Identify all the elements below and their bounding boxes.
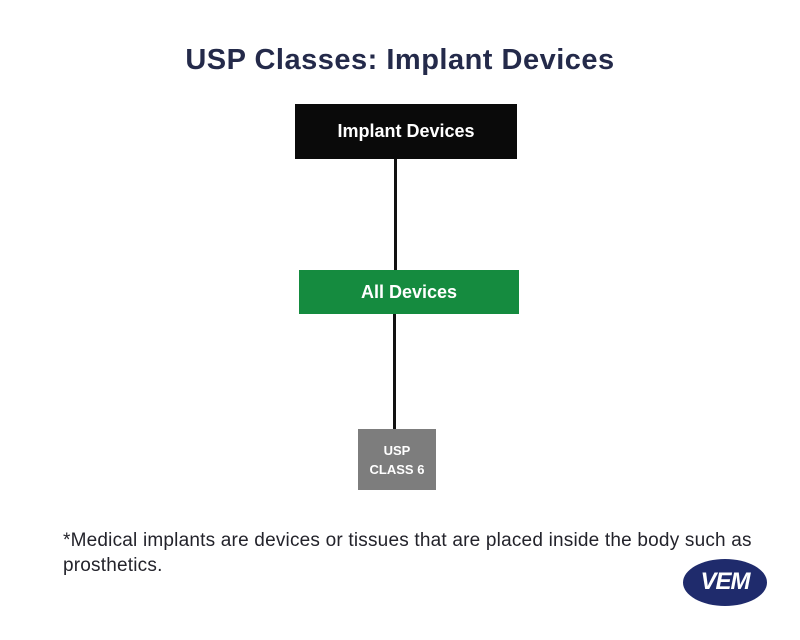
footnote-line-1: *Medical implants are devices or tissues… (63, 530, 752, 551)
footnote: *Medical implants are devices or tissues… (63, 528, 752, 578)
flowchart-node-usp-class-6: USP CLASS 6 (358, 429, 436, 490)
flowchart-node-all-devices: All Devices (299, 270, 519, 314)
flowchart-node-usp-class-6-line2: CLASS 6 (369, 461, 425, 477)
footnote-line-2: prosthetics. (63, 555, 163, 576)
flowchart-node-all-devices-label: All Devices (360, 281, 458, 302)
flowchart-node-usp-class-6-line1: USP (383, 442, 411, 458)
vem-logo-text: VEM (700, 567, 750, 595)
flowchart-node-implant-devices-label: Implant Devices (337, 121, 475, 141)
connector-implant-to-all (394, 159, 397, 271)
flowchart-node-implant-devices: Implant Devices (295, 104, 517, 159)
page-title: USP Classes: Implant Devices (185, 44, 615, 76)
vem-logo: VEM (683, 559, 767, 606)
connector-all-to-usp6 (393, 314, 396, 430)
